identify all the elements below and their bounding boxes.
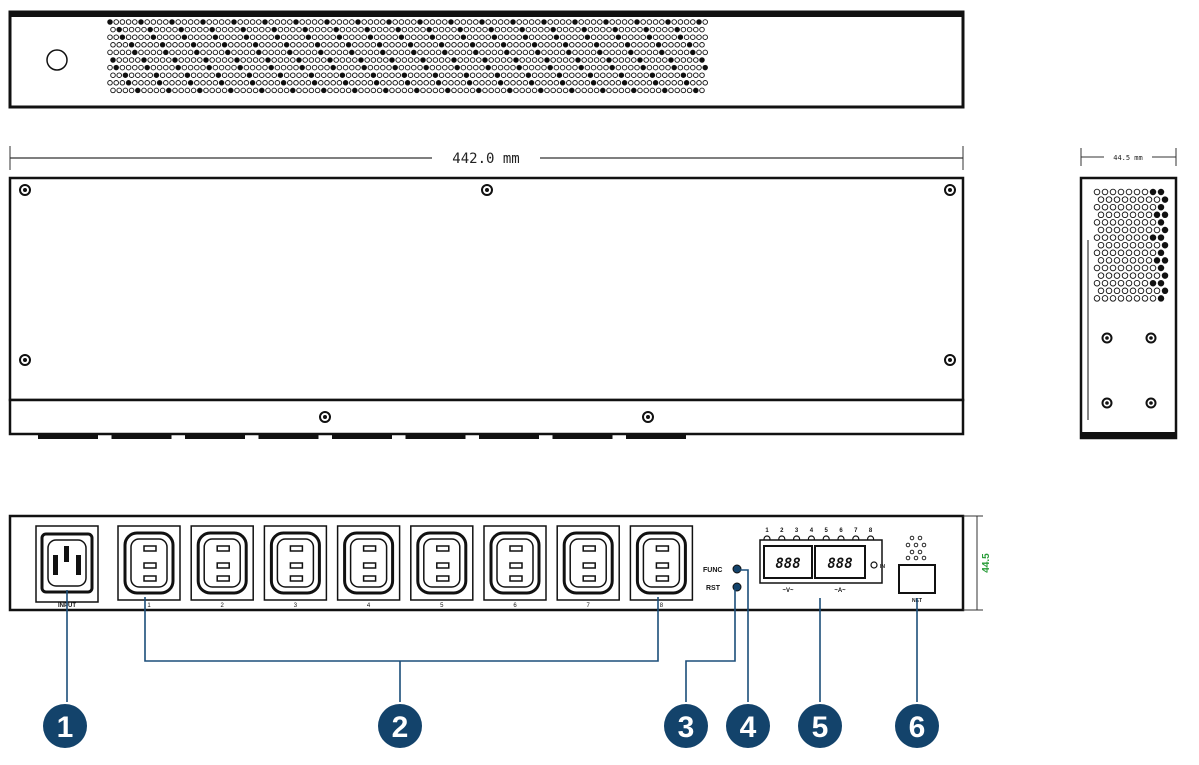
- outlet-number: 6: [513, 603, 517, 609]
- outlet-number: 3: [294, 603, 298, 609]
- outlet-2: 2: [190, 525, 254, 609]
- callout-2: 2: [378, 704, 422, 748]
- height-dimension-label: 44.5: [981, 553, 992, 573]
- led-number: 8: [869, 528, 873, 534]
- current-label: ~A~: [834, 588, 846, 594]
- input-indicator: [870, 561, 878, 569]
- outlet-1: 1: [117, 525, 181, 609]
- led-number: 5: [825, 528, 829, 534]
- outlet-number: 5: [440, 603, 444, 609]
- led-number: 6: [839, 528, 843, 534]
- width-dimension: 442.0 mm: [9, 146, 964, 170]
- voltage-label: ~V~: [782, 588, 794, 594]
- ethernet-port[interactable]: [898, 564, 936, 594]
- callout-number: 4: [740, 711, 757, 744]
- outlet-7: 7: [556, 525, 620, 609]
- callout-badge: [378, 704, 422, 748]
- outlet-3: 3: [263, 525, 328, 609]
- side-view: 44.5 mm: [1079, 148, 1178, 440]
- voltage-display: [763, 545, 813, 579]
- top-view: [8, 176, 965, 439]
- callout-badge: [895, 704, 939, 748]
- led-number: 2: [780, 528, 784, 534]
- outlet-8: 8: [629, 525, 694, 609]
- leader-line-3: [685, 589, 736, 702]
- rear-panel: 44.5 INPUT 1 2 3 4 5 6 7 8 FUNC RST 1 2 3 4 5 6 7 8 88…: [8, 514, 992, 612]
- rst-label: RST: [706, 585, 721, 592]
- callout-number: 3: [678, 711, 695, 744]
- mount-hole: [46, 49, 68, 71]
- leader-line-2: [144, 597, 659, 702]
- callout-badge: [726, 704, 770, 748]
- outlet-number: 7: [587, 603, 591, 609]
- callout-number: 5: [812, 711, 829, 744]
- width-dimension-label: 442.0 mm: [452, 151, 519, 167]
- outlet-number: 4: [367, 603, 371, 609]
- outlet-led-row: 1 2 3 4 5 6 7 8: [763, 528, 875, 543]
- voltage-display-value: 888: [775, 556, 800, 572]
- network-port: NET: [898, 535, 936, 604]
- current-display-value: 888: [827, 556, 852, 572]
- callout-number: 6: [909, 711, 926, 744]
- led-number: 1: [765, 528, 769, 534]
- in-label: IN: [880, 564, 885, 570]
- power-input-inlet: INPUT: [35, 525, 99, 609]
- callout-badge: [798, 704, 842, 748]
- callout-number: 2: [392, 711, 409, 744]
- func-button[interactable]: [732, 564, 742, 574]
- callout-number: 1: [57, 711, 74, 744]
- side-vent-grid: [1093, 188, 1169, 302]
- func-label: FUNC: [703, 567, 722, 574]
- callout-badge: [664, 704, 708, 748]
- leader-lines: [66, 569, 918, 702]
- outlet-5: 5: [410, 525, 474, 609]
- callout-5: 5: [798, 704, 842, 748]
- callout-6: 6: [895, 704, 939, 748]
- front-view: [8, 10, 965, 109]
- led-number: 3: [795, 528, 799, 534]
- led-number: 7: [854, 528, 858, 534]
- leader-line-4: [740, 569, 749, 702]
- led-number: 4: [810, 528, 814, 534]
- outlet-4: 4: [336, 525, 401, 609]
- callout-1: 1: [43, 704, 87, 748]
- callout-badge: [43, 704, 87, 748]
- outlet-number: 8: [660, 603, 664, 609]
- outlet-6: 6: [483, 525, 547, 609]
- callout-4: 4: [726, 704, 770, 748]
- callout-3: 3: [664, 704, 708, 748]
- current-display: [814, 545, 866, 579]
- vent-grid: [107, 19, 708, 94]
- display-module: 888 888 IN ~V~ ~A~: [759, 539, 885, 594]
- outlet-number: 1: [147, 603, 151, 609]
- outlet-number: 2: [221, 603, 225, 609]
- depth-dimension-label: 44.5 mm: [1113, 154, 1143, 162]
